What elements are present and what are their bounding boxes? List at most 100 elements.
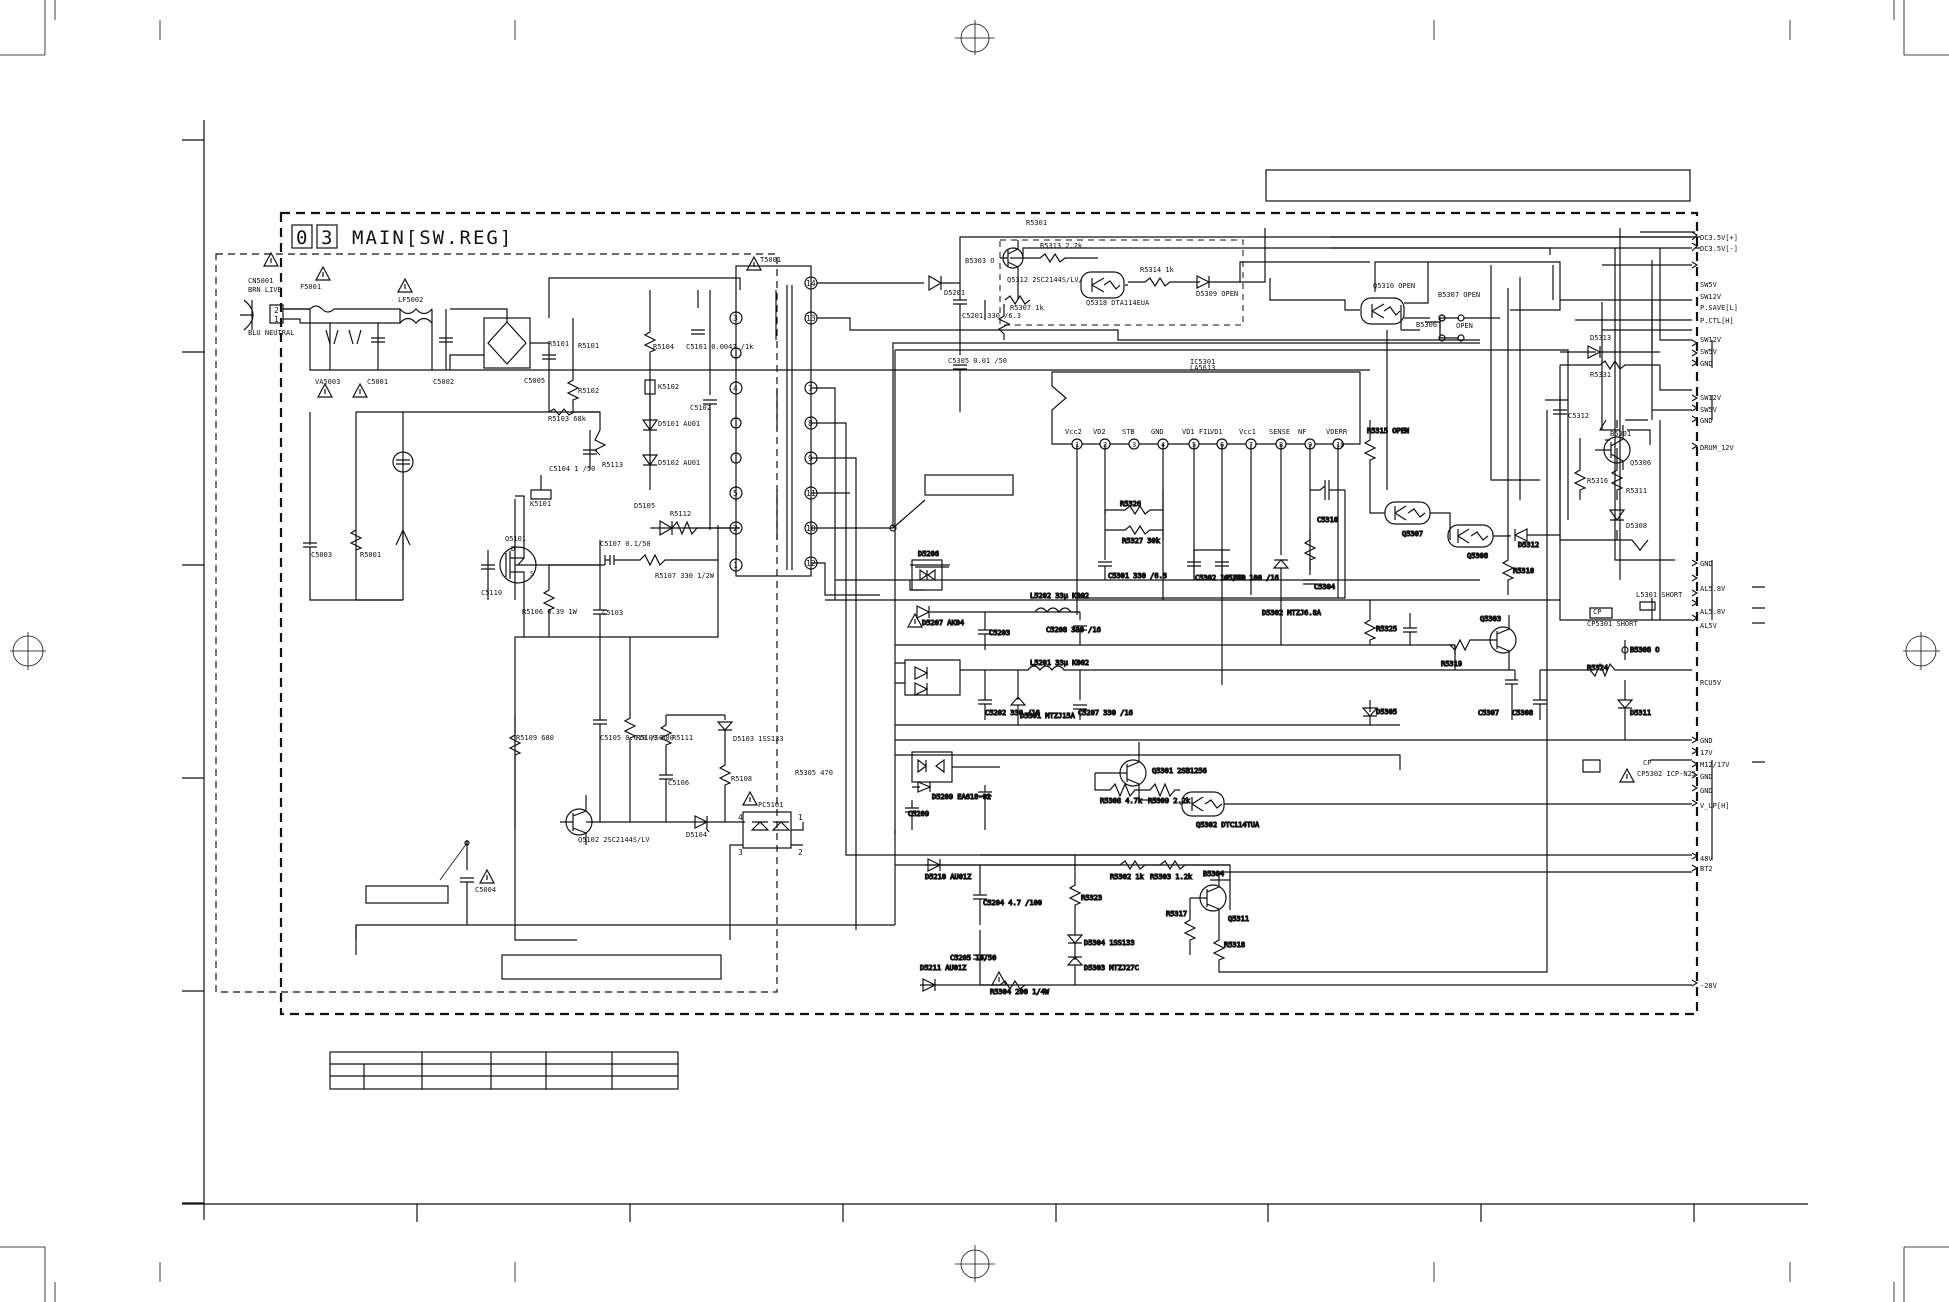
b5308-label: B5308 O xyxy=(1630,646,1660,654)
note-boxes xyxy=(365,169,1691,980)
svg-text:1: 1 xyxy=(798,813,803,822)
c5205-label: C5205 10/50 xyxy=(950,954,996,962)
d5105-label: D5105 xyxy=(634,502,655,510)
output-label: BT2 xyxy=(1700,865,1713,873)
r5311-label: R5311 xyxy=(1626,487,1647,495)
ic-pin-number: 3 xyxy=(1132,441,1136,449)
output-rail xyxy=(1330,231,1765,987)
pc5101-label: PC5101 xyxy=(758,801,783,809)
r5107-label: R5107 330 1/2W xyxy=(655,572,715,580)
svg-text:C5001: C5001 xyxy=(367,378,388,386)
svg-text:R5112: R5112 xyxy=(670,510,691,518)
q5101-label: Q5101 xyxy=(505,535,526,543)
q5301-label: Q5301 2SB1256 xyxy=(1152,767,1207,775)
output-label: GND xyxy=(1700,360,1713,368)
output-label: V_UP[H] xyxy=(1700,802,1730,810)
c5102-label: C5102 xyxy=(690,404,711,412)
d5102-label: D5102 AU01 xyxy=(658,459,700,467)
ic-pin-label: VD2 xyxy=(1093,428,1106,436)
svg-text:R5301: R5301 xyxy=(1026,219,1047,227)
c5104-label: C5104 1 /50 xyxy=(549,465,595,473)
ic-pin-label: VDERR xyxy=(1326,428,1348,436)
c5202-label: C5202 330 /16 xyxy=(985,709,1040,717)
svg-text:5: 5 xyxy=(733,489,738,498)
ic-pin-label: Vcc2 xyxy=(1065,428,1082,436)
r5310-label: R5310 xyxy=(1513,567,1534,575)
output-label: SW12V xyxy=(1700,394,1722,402)
output-label: -28V xyxy=(1700,982,1718,990)
r5319-label: R5319 xyxy=(1441,660,1462,668)
frame-ruler xyxy=(182,120,1808,1222)
board-outline xyxy=(279,211,1699,1016)
output-label: 48V xyxy=(1700,855,1713,863)
c5107-label: C5107 0.1/50 xyxy=(600,540,651,548)
d5210-label: D5210 AU01Z xyxy=(925,873,971,881)
d5313-label: D5313 xyxy=(1590,334,1611,342)
svg-text:R5001: R5001 xyxy=(360,551,381,559)
b5303-label: B5303 O xyxy=(965,257,995,265)
svg-text:R5109 680: R5109 680 xyxy=(636,734,674,742)
output-label: DC3.5V[+] xyxy=(1700,234,1738,242)
r5326-label: R5326 xyxy=(1120,500,1141,508)
r5303-label: R5303 1.2k xyxy=(1150,873,1193,881)
r5313-label: R5313 2.2k xyxy=(1040,242,1083,250)
ic-part: LA5613 xyxy=(1190,364,1215,372)
output-label: SW12V xyxy=(1700,293,1722,301)
svg-text:1: 1 xyxy=(274,315,279,324)
svg-text:R5113: R5113 xyxy=(602,461,623,469)
ic-pin-label: VD1 FIL xyxy=(1182,428,1212,436)
primary-zone-outline xyxy=(215,253,778,993)
b5301-label: B5301 xyxy=(1610,430,1631,438)
svg-text:D: D xyxy=(511,545,515,553)
c5301-label: C5301 330 /6.3 xyxy=(1108,572,1167,580)
r5317-label: R5317 xyxy=(1166,910,1187,918)
l5301-label: L5301 SHORT xyxy=(1636,591,1683,599)
svg-text:4: 4 xyxy=(733,384,738,393)
r5318-label: R5318 xyxy=(1224,941,1245,949)
svg-text:C5003: C5003 xyxy=(311,551,332,559)
output-label: SW5V xyxy=(1700,348,1718,356)
d5303-label: D5303 MTZJ27C xyxy=(1084,964,1139,972)
secondary-wiring xyxy=(817,228,1695,621)
c5101-label: C5101 0.0047 /1k xyxy=(686,343,754,351)
svg-text:12: 12 xyxy=(806,559,816,568)
d5211-label: D5211 AU01Z xyxy=(920,964,966,972)
output-label: AL5.8V xyxy=(1700,585,1726,593)
regulator-lower: D5209 EA618-02 C5209 Q5301 2SB1256 R5308… xyxy=(894,410,1692,997)
output-label: M12/17V xyxy=(1700,761,1730,769)
ic-pin-label: SENSE xyxy=(1269,428,1290,436)
output-label: AL5.8V xyxy=(1700,608,1726,616)
c5203-label: C5203 xyxy=(989,629,1010,637)
key-labels: R5301 B5303 O D5201 C5201 330 /6.3 C5305… xyxy=(548,219,1696,778)
svg-text:S: S xyxy=(530,570,534,578)
d5206-label: D5206 xyxy=(918,550,939,558)
ic-pin-label: STB xyxy=(1122,428,1135,436)
output-label: RCU5V xyxy=(1700,679,1722,687)
output-label: 17V xyxy=(1700,749,1713,757)
svg-text:C5110: C5110 xyxy=(481,589,502,597)
r5106-label: R5109 680 xyxy=(516,734,554,742)
output-label: GND xyxy=(1700,560,1713,568)
c5304-label: C5304 xyxy=(1314,583,1335,591)
bottom-table xyxy=(329,1051,679,1090)
svg-text:4: 4 xyxy=(738,813,743,822)
q5308-label: Q5308 xyxy=(1467,552,1488,560)
ic-pin-number: 10 xyxy=(1336,441,1344,449)
output-label: DRUM_12V xyxy=(1700,444,1735,452)
r5316-label: R5316 xyxy=(1587,477,1608,485)
c5204-label: C5204 4.7 /100 xyxy=(983,899,1042,907)
mains-input: 21 CN5001 BRN LIVE BLU NEUTRAL F5001 VA5… xyxy=(240,277,1370,955)
output-label: SW5V xyxy=(1700,406,1718,414)
ic-pin-label: NF xyxy=(1298,428,1306,436)
d5101-label: D5101 AU01 xyxy=(658,420,700,428)
output-label: SW12V xyxy=(1700,336,1722,344)
ic-pin-3 xyxy=(1128,438,1140,450)
c5302-label: C5302 10 /50 xyxy=(1195,574,1246,582)
svg-text:C5004: C5004 xyxy=(475,886,496,894)
ic-components: R5326 R5327 30k C5301 330 /6.3 C5302 10 … xyxy=(1076,330,1692,740)
svg-text:7: 7 xyxy=(808,384,813,393)
r5331-label: R5331 xyxy=(1590,371,1611,379)
output-label: P.CTL[H] xyxy=(1700,317,1734,325)
cn5001-live: BRN LIVE xyxy=(248,286,282,294)
